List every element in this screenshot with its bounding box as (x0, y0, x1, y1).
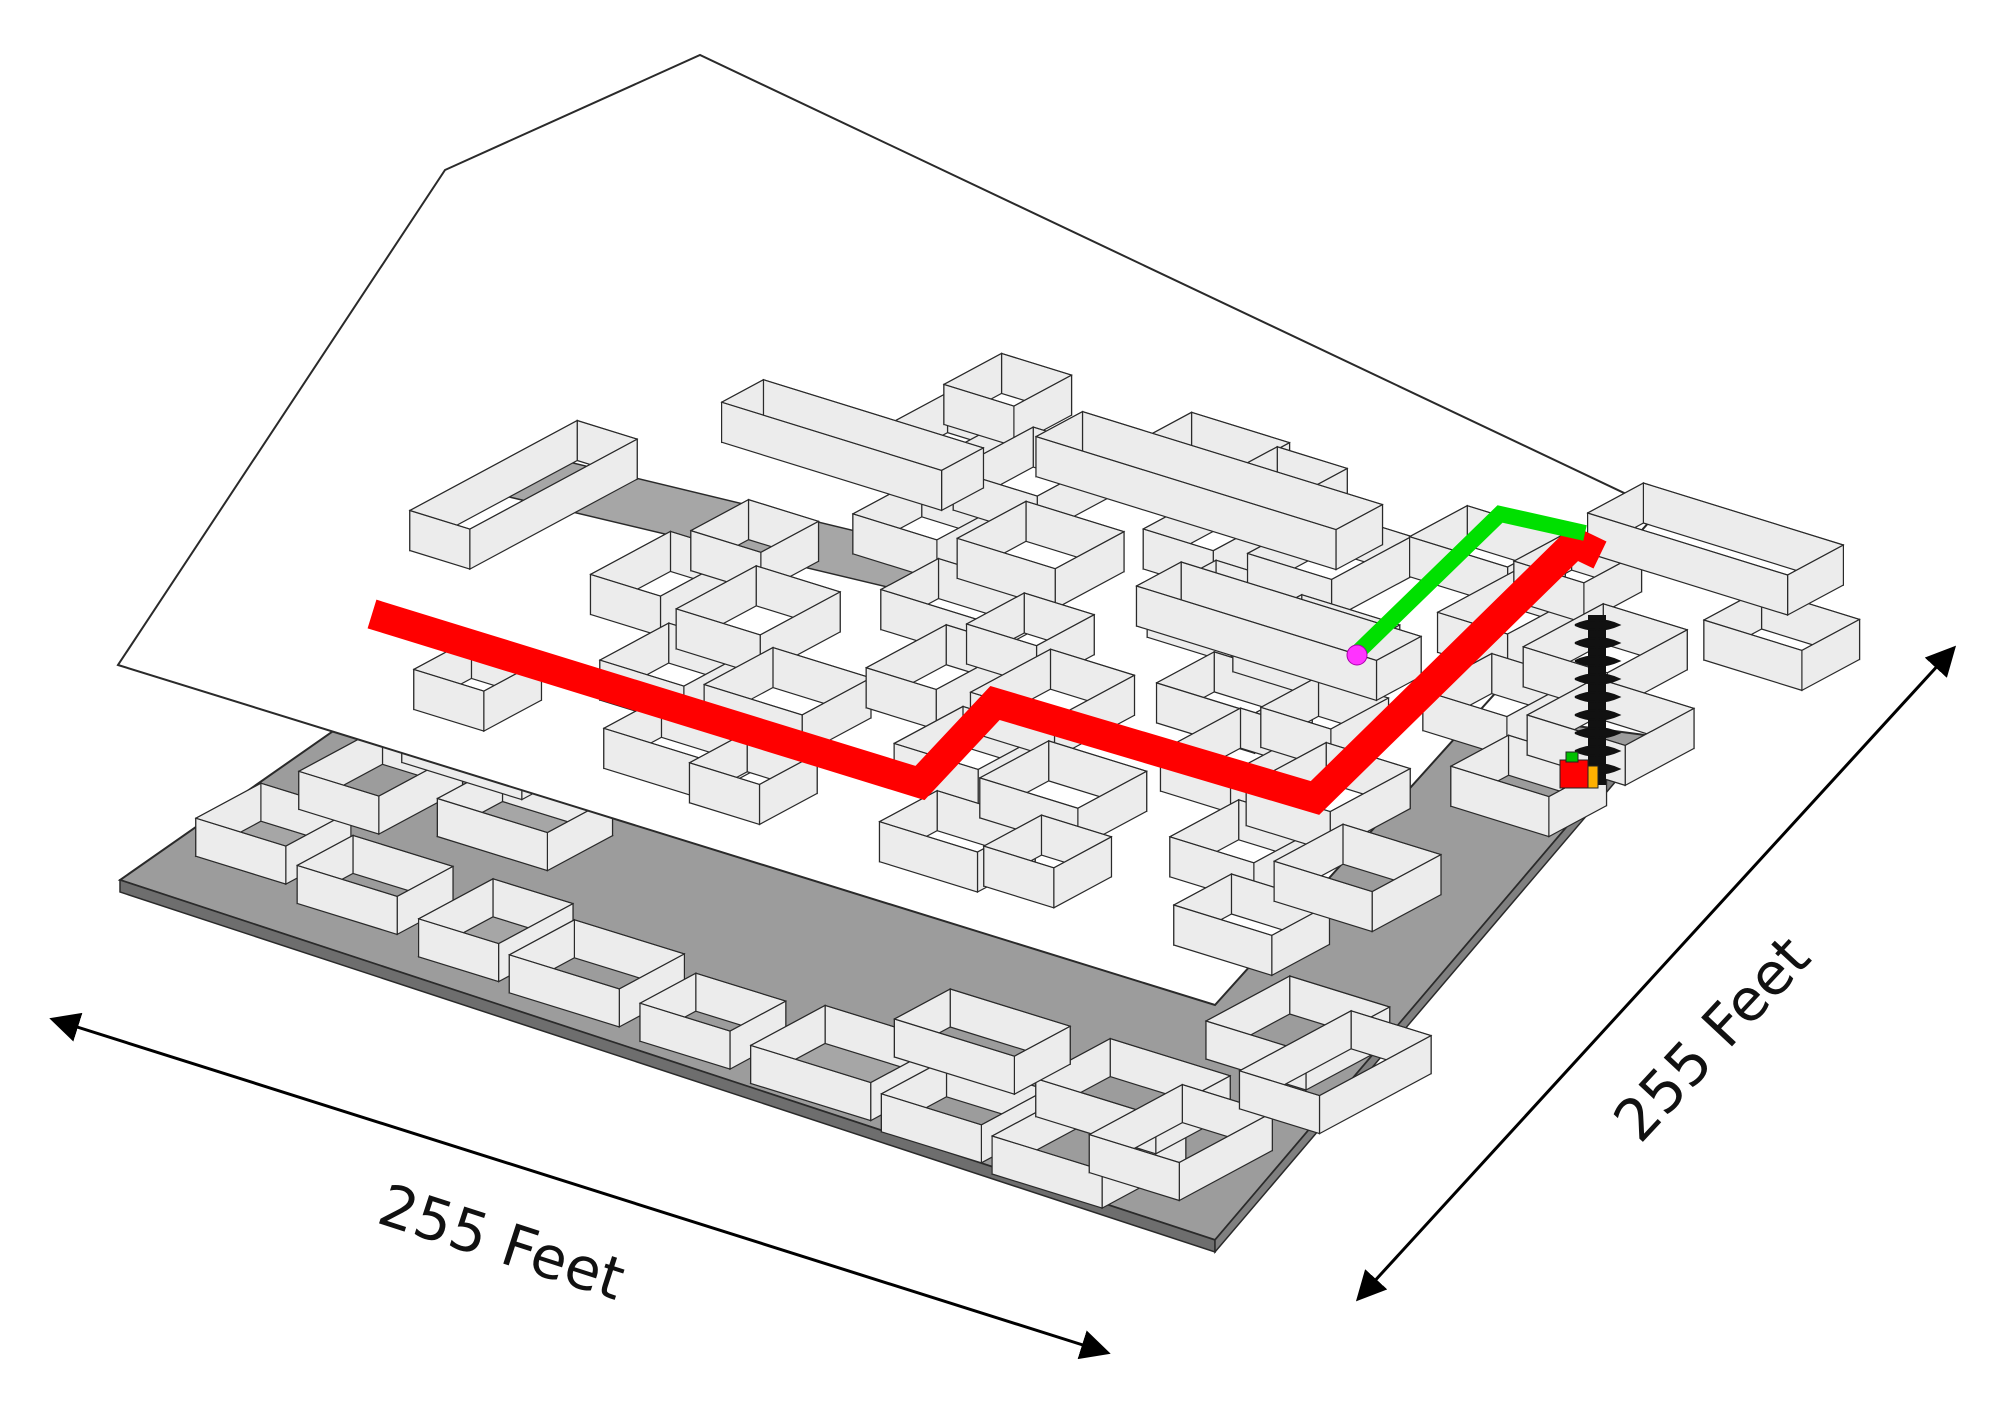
room-box (982, 814, 1113, 909)
room-box (942, 352, 1073, 448)
room-box (508, 918, 686, 1028)
dimension-arrow-side (1355, 645, 1957, 1302)
room-box (1034, 410, 1384, 571)
room-box (1088, 1083, 1274, 1202)
dimension-label-side: 255 Feet (1601, 923, 1824, 1155)
room-box (1172, 872, 1331, 977)
room-box (295, 834, 455, 936)
room-box (720, 378, 985, 512)
dimension-arrow-front (49, 1012, 1111, 1360)
route-primary-red (367, 524, 1607, 815)
pink-node-icon (1346, 644, 1368, 666)
route-secondary-green (1352, 505, 1587, 658)
room-box (955, 500, 1126, 610)
room-box (688, 730, 819, 826)
room-box (1586, 481, 1845, 617)
room-box (408, 419, 639, 571)
dimension-label-front: 255 Feet (371, 1171, 633, 1314)
